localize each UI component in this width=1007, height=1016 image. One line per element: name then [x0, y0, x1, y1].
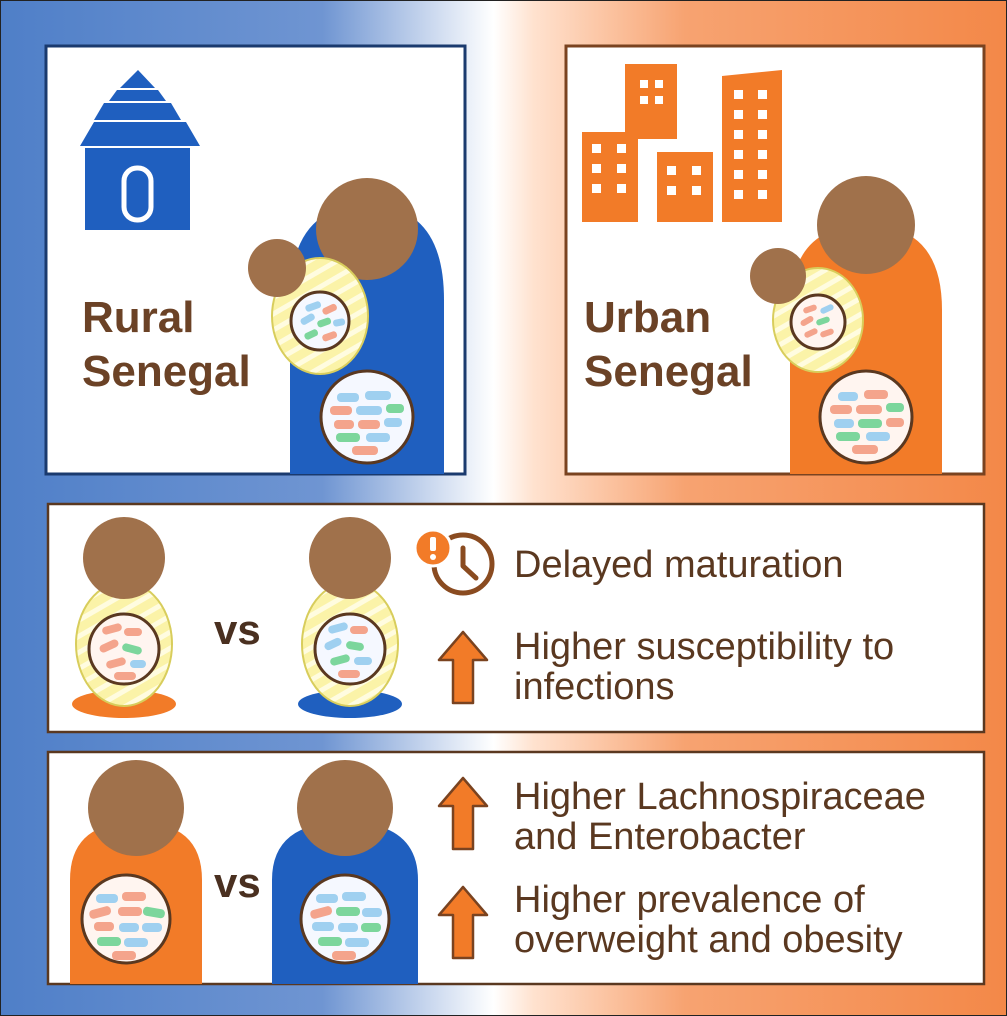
urban-title-line1: Urban — [584, 293, 712, 342]
up-arrow-icon — [437, 630, 489, 705]
urban-infant-head — [750, 248, 806, 304]
rural-mother-microbiome-icon — [319, 369, 415, 465]
up-arrow-icon — [437, 776, 489, 851]
urban-panel-title: Urban Senegal — [584, 291, 753, 399]
claim-infection-line1: Higher susceptibility to — [514, 626, 895, 668]
hut-icon — [80, 70, 200, 230]
claim-overweight-obesity: Higher prevalence of overweight and obes… — [514, 880, 903, 960]
claim-infection-line2: infections — [514, 666, 675, 708]
infant-comparison-panel — [46, 502, 986, 734]
up-arrow-icon — [437, 885, 489, 960]
city-buildings-icon — [582, 64, 782, 222]
rural-panel — [44, 44, 467, 476]
claim-lachno-line1: Higher Lachnospiraceae — [514, 776, 926, 818]
urban-mother-microbiome-small — [80, 873, 172, 965]
claim-delayed-maturation: Delayed maturation — [514, 544, 844, 586]
claim-infection-susceptibility: Higher susceptibility to infections — [514, 627, 894, 707]
claim-lachnospiraceae: Higher Lachnospiraceae and Enterobacter — [514, 777, 926, 857]
delayed-clock-icon — [413, 528, 495, 596]
urban-title-line2: Senegal — [584, 347, 753, 396]
rural-title-line1: Rural — [82, 293, 195, 342]
urban-mother-head — [817, 176, 915, 274]
claim-obesity-line1: Higher prevalence of — [514, 879, 865, 921]
infant-vs-label: vs — [214, 606, 261, 653]
claim-obesity-line2: overweight and obesity — [514, 919, 903, 961]
rural-infant-microbiome-small — [313, 612, 387, 686]
rural-panel-title: Rural Senegal — [82, 291, 251, 399]
rural-infant-head — [248, 239, 306, 297]
mother-comparison-panel — [46, 750, 986, 986]
urban-panel — [564, 44, 986, 476]
urban-infant-microbiome-small — [87, 612, 161, 686]
rural-mother-microbiome-small — [299, 873, 391, 965]
rural-mother-head — [316, 178, 418, 280]
rural-infant-microbiome-icon — [289, 290, 351, 352]
urban-infant-microbiome-icon — [789, 293, 847, 351]
claim-lachno-line2: and Enterobacter — [514, 816, 806, 858]
mother-vs-label: vs — [214, 859, 261, 906]
rural-title-line2: Senegal — [82, 347, 251, 396]
urban-mother-microbiome-icon — [818, 369, 914, 465]
